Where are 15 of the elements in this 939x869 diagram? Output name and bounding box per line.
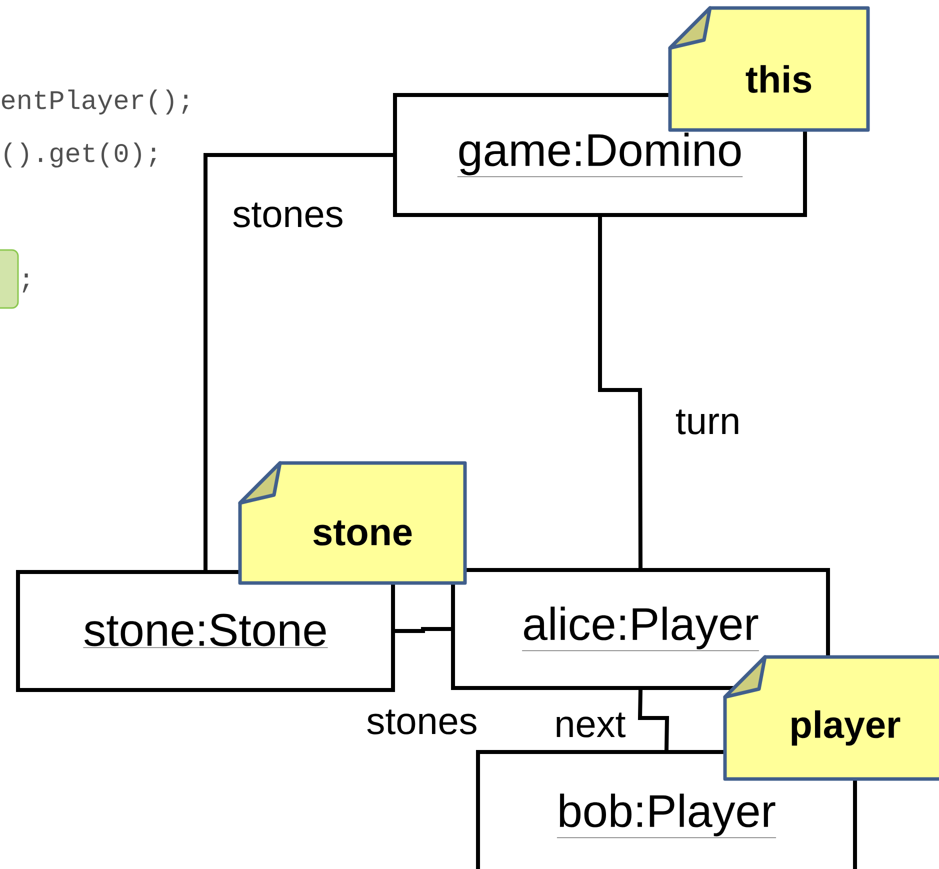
edge-label: stones bbox=[367, 710, 476, 734]
object-box: game:Domino bbox=[393, 93, 807, 217]
link-line bbox=[395, 627, 451, 633]
code-text: entPlayer(); bbox=[2, 89, 188, 115]
link-line bbox=[204, 153, 393, 570]
link-line bbox=[598, 217, 642, 568]
code-text: ; bbox=[22, 274, 29, 292]
edge-label: stones bbox=[233, 202, 342, 228]
object-box: alice:Player bbox=[451, 568, 830, 690]
object-box: stone:Stone bbox=[16, 570, 395, 692]
code-text: ().get(0); bbox=[4, 142, 156, 168]
link-line bbox=[638, 690, 670, 750]
edge-label: next bbox=[556, 712, 626, 738]
edge-label: turn bbox=[676, 410, 738, 434]
object-box: bob:Player bbox=[476, 750, 857, 869]
